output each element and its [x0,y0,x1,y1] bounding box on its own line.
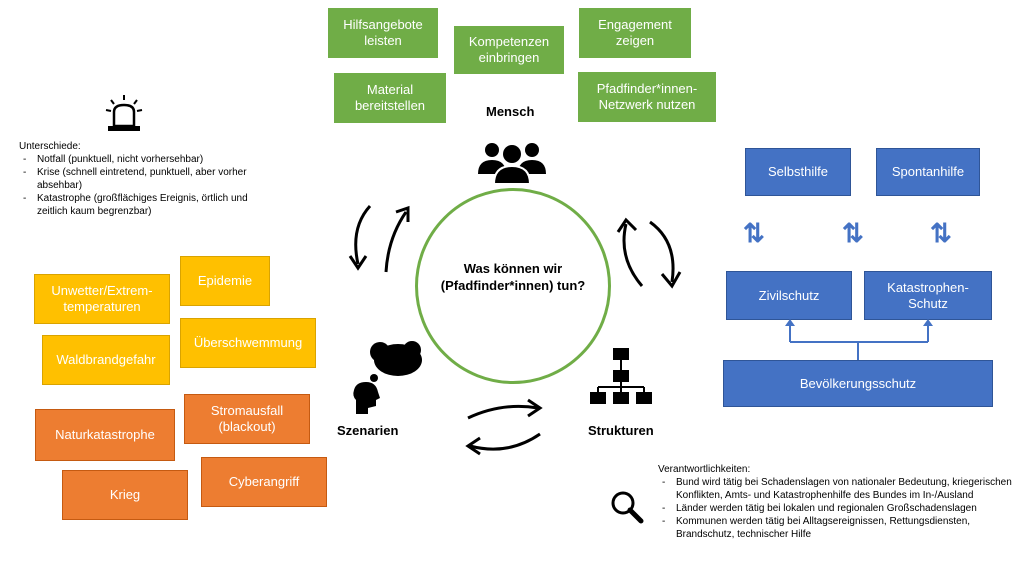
cycle-arrows-icon [616,217,682,289]
magnifier-icon [611,491,644,524]
cycle-arrows-icon [465,398,543,456]
connector-lines [785,319,933,362]
verantwortlichkeiten-item: Bund wird tätig bei Schadenslagen von na… [662,476,1018,502]
box-material: Material bereitstellen [334,73,446,123]
people-group-icon [478,143,546,185]
box-naturkatastrophe: Naturkatastrophe [35,409,175,461]
box-cyberangriff: Cyberangriff [201,457,327,507]
box-hilfsangebote: Hilfsangebote leisten [328,8,438,58]
updown-arrows-icon: ⇅ [842,218,864,248]
box-stromausfall: Stromausfall (blackout) [184,394,310,444]
box-zivilschutz: Zivilschutz [726,271,852,320]
box-ueberschwemmung: Überschwemmung [180,318,316,368]
box-bevoelkerungsschutz: Bevölkerungsschutz [723,360,993,407]
box-krieg: Krieg [62,470,188,520]
thought-head-icon [353,341,422,414]
unterschiede-item: Krise (schnell eintretend, punktuell, ab… [23,166,249,192]
box-kompetenzen: Kompetenzen einbringen [454,26,564,74]
label-szenarien: Szenarien [337,423,399,438]
center-circle [415,188,611,384]
box-unwetter: Unwetter/Extrem-temperaturen [34,274,170,324]
box-netzwerk: Pfadfinder*innen-Netzwerk nutzen [578,72,716,122]
updown-arrows-icon: ⇅ [930,218,952,248]
cycle-arrows-icon [348,204,410,273]
siren-icon [105,95,143,131]
box-katastrophenschutz: Katastrophen-Schutz [864,271,992,320]
verantwortlichkeiten-item: Länder werden tätig bei lokalen und regi… [662,502,1018,515]
org-chart-icon [590,348,652,404]
label-mensch: Mensch [486,104,535,119]
label-strukturen: Strukturen [588,423,654,438]
unterschiede-note: Unterschiede: Notfall (punktuell, nicht … [19,140,249,218]
updown-arrows-icon: ⇅ [743,218,765,248]
verantwortlichkeiten-note: Verantwortlichkeiten: Bund wird tätig be… [658,463,1018,541]
box-spontanhilfe: Spontanhilfe [876,148,980,196]
box-waldbrand: Waldbrandgefahr [42,335,170,385]
unterschiede-title: Unterschiede: [19,141,81,152]
box-epidemie: Epidemie [180,256,270,306]
box-selbsthilfe: Selbsthilfe [745,148,851,196]
unterschiede-item: Notfall (punktuell, nicht vorhersehbar) [23,153,249,166]
verantwortlichkeiten-item: Kommunen werden tätig bei Alltagsereigni… [662,515,1018,541]
box-engagement: Engagement zeigen [579,8,691,58]
center-question: Was können wir (Pfadfinder*innen) tun? [440,261,586,293]
unterschiede-item: Katastrophe (großflächiges Ereignis, ört… [23,192,249,218]
verantwortlichkeiten-title: Verantwortlichkeiten: [658,464,751,475]
